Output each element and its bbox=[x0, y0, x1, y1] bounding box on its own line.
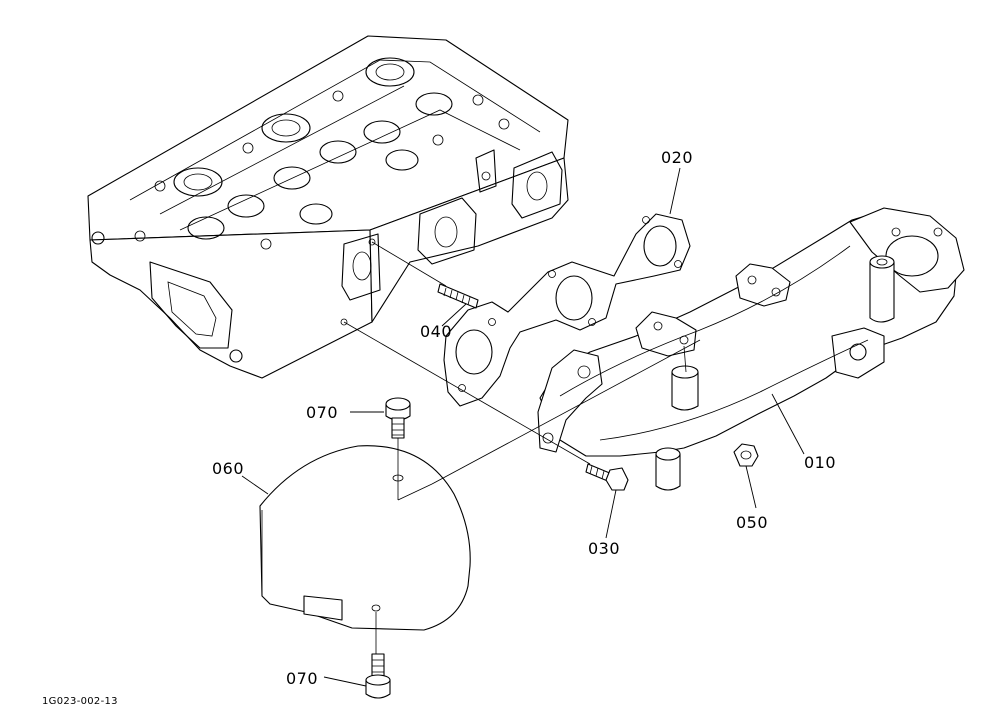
bolt-070-lower bbox=[365, 653, 391, 699]
part-label-050: 050 bbox=[736, 513, 768, 532]
part-label-030: 030 bbox=[588, 539, 620, 558]
part-label-040: 040 bbox=[420, 322, 452, 341]
reference-code: 1G023-002-13 bbox=[42, 696, 118, 707]
cylinder-head-drawing bbox=[87, 35, 569, 379]
part-label-070-lower: 070 bbox=[286, 669, 318, 688]
nut-050 bbox=[733, 443, 759, 467]
part-label-010: 010 bbox=[804, 453, 836, 472]
exhaust-manifold-010 bbox=[537, 207, 965, 491]
leader-lines bbox=[241, 167, 805, 687]
part-label-060: 060 bbox=[212, 459, 244, 478]
heat-shield-060 bbox=[259, 445, 471, 631]
part-label-070-upper: 070 bbox=[306, 403, 338, 422]
assembly-centerlines bbox=[343, 241, 701, 654]
stud-040 bbox=[437, 283, 479, 309]
bolt-070-upper bbox=[385, 397, 411, 439]
bolt-030 bbox=[585, 463, 629, 491]
gasket-020 bbox=[443, 213, 691, 407]
part-label-020: 020 bbox=[661, 148, 693, 167]
